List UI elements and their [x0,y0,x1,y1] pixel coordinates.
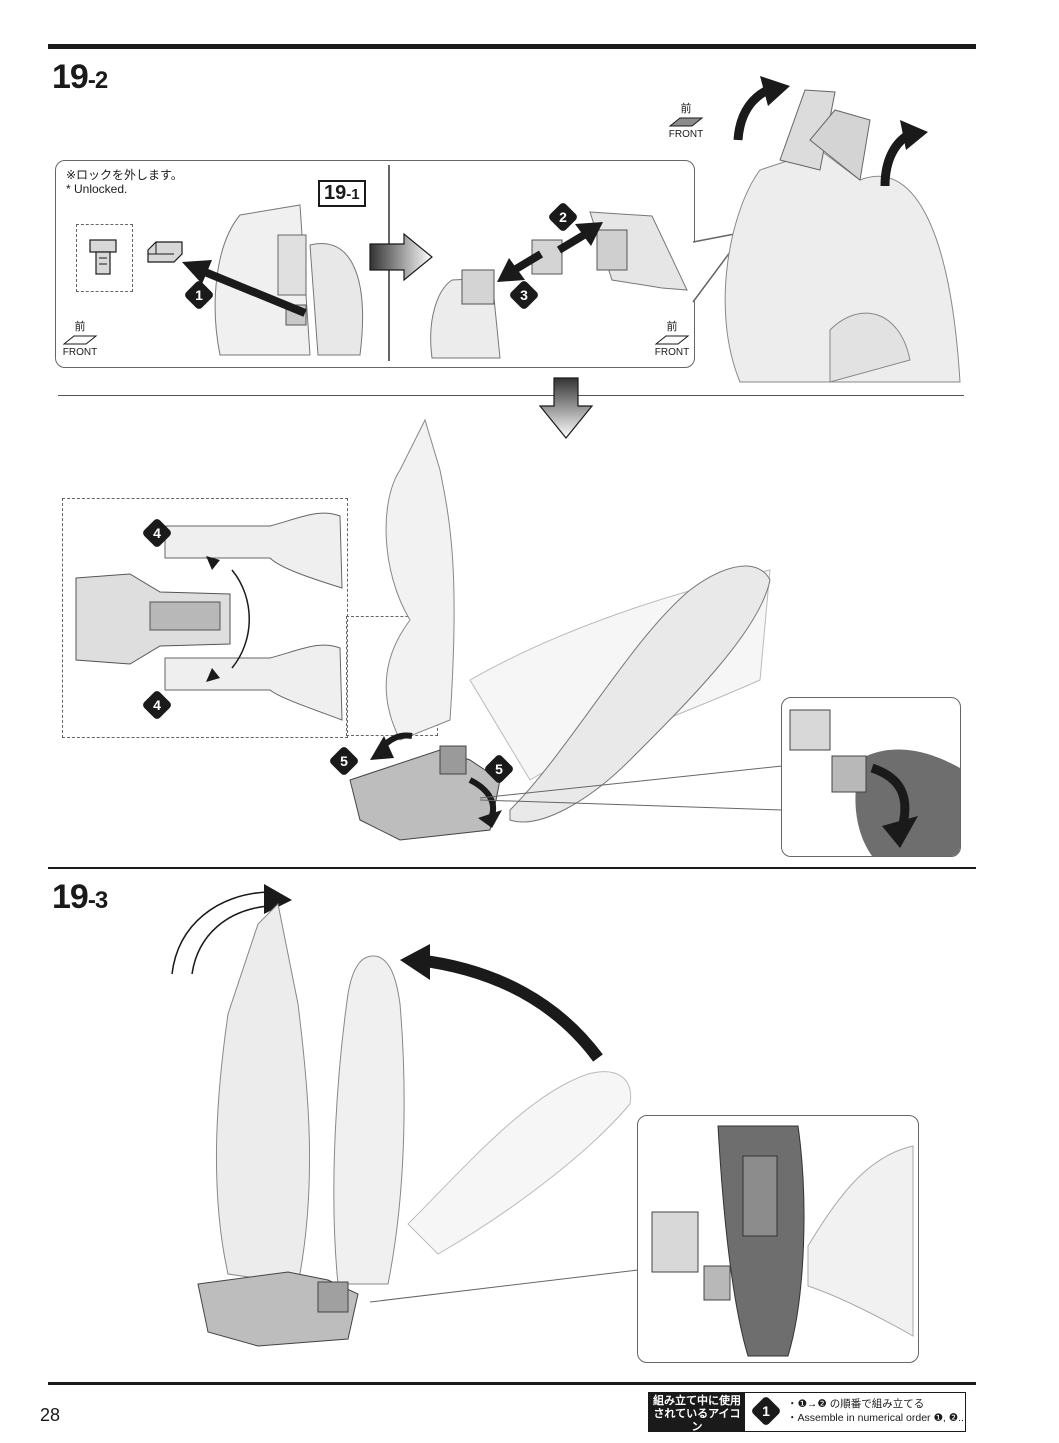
sequence-arrow-down [538,377,594,439]
step-marker-3: 3 [508,279,540,311]
symbol-legend: 組み立て中に使用 されているアイコン Symbols used in instr… [648,1392,967,1442]
front-badge-left: 前 FRONT [60,322,100,362]
front-label: FRONT [654,347,690,358]
step-marker-1-label: 1 [195,287,203,303]
wing-rotation-illustration [75,512,343,721]
front-arrow-icon [654,335,690,345]
step-19-3-title-sub: -3 [87,887,108,914]
unlock-note: ※ロックを外します。 * Unlocked. [66,168,183,196]
bottom-callout-lines [369,1269,639,1303]
middle-zoom-panel [781,697,961,857]
middle-zoom-illustration [789,709,960,856]
front-arrow-icon [62,335,98,345]
step-marker-2-label: 2 [559,209,567,225]
step-marker-1: 1 [183,279,215,311]
step-marker-4-bottom: 4 [141,689,173,721]
bottom-zoom-panel [637,1115,919,1363]
remove-arrow-3 [497,250,544,282]
front-label: FRONT [62,347,98,358]
front-kanji: 前 [666,321,678,333]
section-divider-2 [48,867,976,869]
top-rule [48,44,976,49]
leg-main-illustration-middle [349,418,771,841]
remove-arrow-2 [556,222,603,254]
wing-rotation-detail-box [62,498,348,738]
front-arrow-icon [668,117,704,127]
legend-number-label: 1 [762,1403,770,1419]
step-19-2-title: 19-2 [52,58,108,97]
middle-callout-lines [479,765,783,811]
step-marker-4-top-label: 4 [153,525,161,541]
bottom-zoom-illustration [651,1125,914,1357]
legend-title-line2: されているアイコン [653,1408,741,1433]
step-marker-4-top: 4 [141,517,173,549]
step-marker-2: 2 [547,201,579,233]
legend-number-icon: 1 [750,1395,782,1427]
lock-part-icon [89,239,117,275]
legend-desc-jp: ・❶→❷ の順番で組み立てる [787,1398,925,1410]
page-number: 28 [40,1405,61,1425]
step-marker-5-left-label: 5 [340,753,348,769]
front-label: FRONT [668,129,704,140]
step-19-3-title-main: 19 [52,878,89,916]
bottom-rule [48,1382,976,1385]
lock-part-detail-box [76,224,133,292]
legend-title: 組み立て中に使用 されているアイコン Symbols used in instr… [649,1393,745,1442]
reference-step-box: 19-1 [318,180,366,207]
leg-main-illustration-bottom [171,884,632,1347]
unlock-note-jp: ※ロックを外します。 [66,168,183,182]
remove-arrow-1 [182,260,307,317]
section-divider-1 [58,395,964,396]
step-19-2-title-main: 19 [52,58,89,96]
front-kanji: 前 [680,103,692,115]
leg-main-illustration-top [724,76,961,383]
front-kanji: 前 [74,321,86,333]
front-badge-top: 前 FRONT [666,104,706,144]
step-19-2-title-sub: -2 [87,67,108,94]
ref-sub: -1 [346,186,360,203]
legend-body: 1 ・❶→❷ の順番で組み立てる ・Assemble in numerical … [745,1393,967,1431]
step-marker-3-label: 3 [520,287,528,303]
step-marker-4-bottom-label: 4 [153,697,161,713]
step-19-3-title: 19-3 [52,878,108,917]
ref-main: 19 [324,182,347,204]
legend-title-line1: 組み立て中に使用 [653,1395,741,1407]
step-marker-5-left: 5 [328,745,360,777]
removed-lock-part-icon [147,241,183,263]
unlock-note-en: * Unlocked. [66,182,128,196]
leg-illustration-right-panel [430,211,688,359]
sequence-arrow-right [369,232,433,282]
front-badge-right: 前 FRONT [652,322,692,362]
legend-title-line3: Symbols used in instructions [652,1435,742,1442]
legend-desc-en: ・Assemble in numerical order ❶, ❷... [787,1412,967,1424]
